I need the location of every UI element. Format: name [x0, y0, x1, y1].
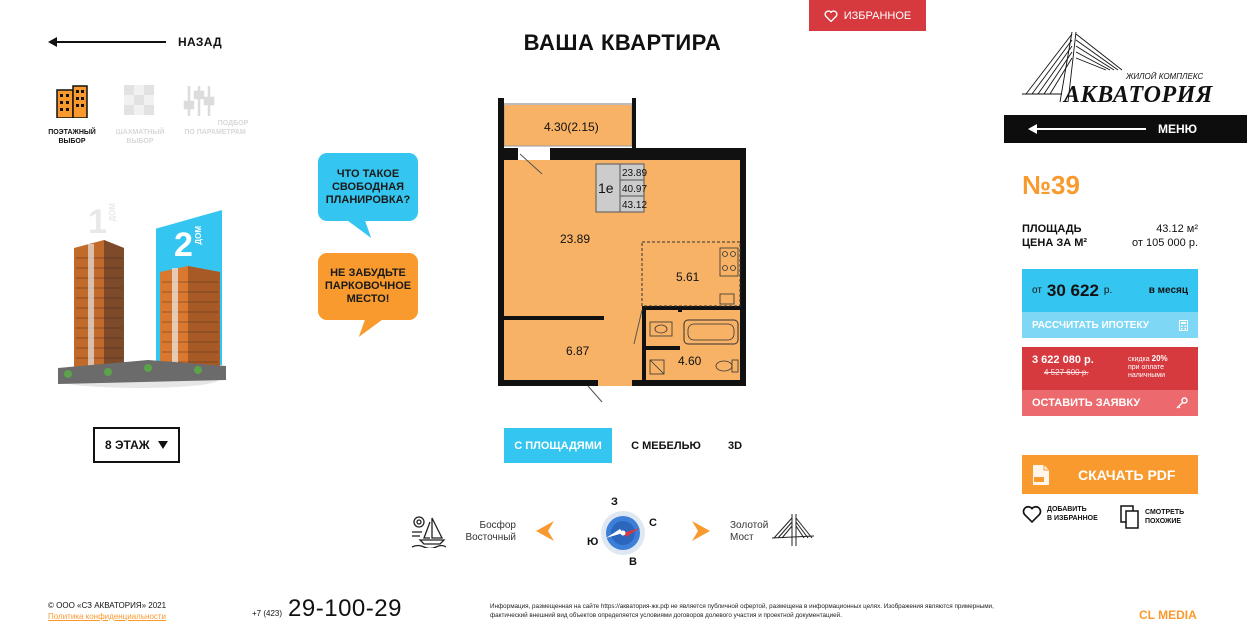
- sliders-icon: [183, 86, 215, 116]
- mode-chess-label: ШАХМАТНЫЙ ВЫБОР: [115, 129, 165, 145]
- area-label: ПЛОЩАДЬ: [1022, 223, 1082, 235]
- akvatoria-logo: [1022, 31, 1123, 103]
- apartment-type: 1е: [598, 180, 614, 196]
- developer-credit[interactable]: CL MEDIA: [1139, 608, 1197, 622]
- calculator-icon: [1179, 319, 1188, 331]
- mode-chess-select[interactable]: ШАХМАТНЫЙ ВЫБОР: [105, 84, 175, 146]
- logo-name: АКВАТОРИЯ: [1064, 82, 1213, 108]
- page-title: ВАША КВАРТИРА: [523, 30, 722, 55]
- favorites-top-label: ИЗБРАННОЕ: [843, 9, 912, 22]
- copyright: © ООО «СЗ АКВАТОРИЯ» 2021 Политика конфи…: [48, 601, 167, 621]
- discount-info: скидка 20% при оплате наличными: [1128, 354, 1168, 380]
- back-link[interactable]: НАЗАД: [48, 32, 228, 52]
- rotate-left-arrow-icon[interactable]: [536, 521, 554, 541]
- tab-with-areas[interactable]: С ПЛОЩАДЯМИ: [504, 428, 612, 463]
- phone-code: +7 (423): [252, 609, 283, 618]
- leave-request-button[interactable]: ОСТАВИТЬ ЗАЯВКУ: [1022, 390, 1198, 416]
- area-living: 23.89: [622, 168, 648, 179]
- price-per-meter-label: ЦЕНА ЗА М²: [1022, 237, 1088, 249]
- back-label: НАЗАД: [178, 35, 223, 49]
- heart-outline-icon: [1022, 505, 1042, 523]
- kitchen-area: 5.61: [676, 270, 700, 284]
- house-2-label[interactable]: 2ДОМ: [174, 226, 203, 264]
- mode-floor-label: ПОЭТАЖНЫЙ ВЫБОР: [48, 129, 96, 145]
- bubble-tail: [346, 220, 376, 238]
- compass-right-letter: С: [649, 517, 657, 529]
- bubble-tail: [354, 319, 384, 337]
- tab-with-furniture[interactable]: С МЕБЕЛЬЮ: [631, 439, 701, 452]
- parking-bubble[interactable]: НЕ ЗАБУДЬТЕ ПАРКОВОЧНОЕ МЕСТО!: [318, 253, 418, 320]
- mode-params-select[interactable]: ПОДБОР ПО ПАРАМЕТРАМ: [180, 84, 250, 137]
- free-plan-bubble[interactable]: ЧТО ТАКОЕ СВОБОДНАЯ ПЛАНИРОВКА?: [318, 153, 418, 221]
- mode-params-label: ПОДБОР ПО ПАРАМЕТРАМ: [184, 120, 249, 136]
- apartment-plan: 4.30(2.15) 1е 23.89 40.97 43.12 23.89 5.…: [492, 96, 748, 406]
- mortgage-monthly: от 30 622 р. в месяц: [1022, 269, 1198, 312]
- price-per-meter-row: ЦЕНА ЗА М² от 105 000 р.: [1022, 237, 1198, 249]
- area-row: ПЛОЩАДЬ 43.12 м²: [1022, 223, 1198, 235]
- compass-icon: [601, 511, 645, 555]
- price-block: 3 622 080 р. 4 527 600 р. скидка 20% при…: [1022, 347, 1198, 390]
- compass-left-letter: Ю: [587, 536, 599, 548]
- calculate-mortgage-button[interactable]: РАССЧИТАТЬ ИПОТЕКУ: [1022, 312, 1198, 338]
- house-1-label[interactable]: 1ДОМ: [88, 203, 117, 241]
- favorites-top-button[interactable]: ИЗБРАННОЕ: [809, 0, 926, 31]
- disclaimer-text: Информация, размещенная на сайте https:/…: [490, 603, 994, 619]
- rotate-right-arrow-icon[interactable]: [692, 521, 710, 541]
- apartment-number: №39: [1022, 170, 1080, 200]
- phone-block[interactable]: +7 (423) 29-100-29: [252, 595, 402, 623]
- direction-right-label: Золотой Мост: [730, 520, 769, 543]
- sailboat-icon: [411, 516, 446, 548]
- compass-bottom-letter: В: [629, 556, 637, 568]
- price-per-meter-value: от 105 000 р.: [1132, 237, 1198, 249]
- floor-select-value: 8 ЭТАЖ: [105, 438, 150, 452]
- balcony-area: 4.30(2.15): [544, 120, 599, 134]
- download-pdf-button[interactable]: СКАЧАТЬ PDF: [1022, 455, 1198, 494]
- area-value: 43.12 м²: [1156, 223, 1198, 235]
- floor-select[interactable]: 8 ЭТАЖ: [93, 427, 180, 463]
- pdf-file-icon: [1033, 464, 1049, 485]
- caret-down-icon: [158, 441, 168, 449]
- checkerboard-icon: [124, 85, 154, 115]
- mode-floor-select[interactable]: ПОЭТАЖНЫЙ ВЫБОР: [37, 84, 107, 146]
- room-main-area: 23.89: [560, 232, 591, 246]
- logo-subtitle: ЖИЛОЙ КОМПЛЕКС: [1126, 72, 1204, 81]
- compass-top-letter: З: [611, 496, 618, 508]
- direction-left-label: Босфор Восточный: [465, 520, 516, 543]
- arrow-left-icon: [48, 37, 166, 47]
- tab-3d[interactable]: 3D: [727, 439, 743, 452]
- bridge-icon: [772, 514, 814, 546]
- building-icon: [56, 85, 88, 119]
- price-current: 3 622 080 р.: [1032, 354, 1094, 366]
- area-total-no-balcony: 40.97: [622, 184, 648, 195]
- mortgage-amount: 30 622: [1046, 280, 1099, 300]
- phone-number: 29-100-29: [288, 595, 402, 622]
- heart-icon: [824, 9, 838, 22]
- menu-label: МЕНЮ: [1157, 122, 1197, 136]
- building-illustration: [58, 240, 226, 388]
- price-old: 4 527 600 р.: [1044, 368, 1089, 377]
- privacy-policy-link[interactable]: Политика конфиденциальности: [48, 612, 167, 621]
- area-total: 43.12: [622, 200, 648, 211]
- arrow-left-icon: [1028, 124, 1146, 134]
- key-icon: [1176, 397, 1188, 409]
- bath-area: 4.60: [678, 354, 702, 368]
- copy-pages-icon: [1120, 505, 1139, 529]
- menu-button[interactable]: МЕНЮ: [1004, 115, 1247, 143]
- hall-area: 6.87: [566, 344, 590, 358]
